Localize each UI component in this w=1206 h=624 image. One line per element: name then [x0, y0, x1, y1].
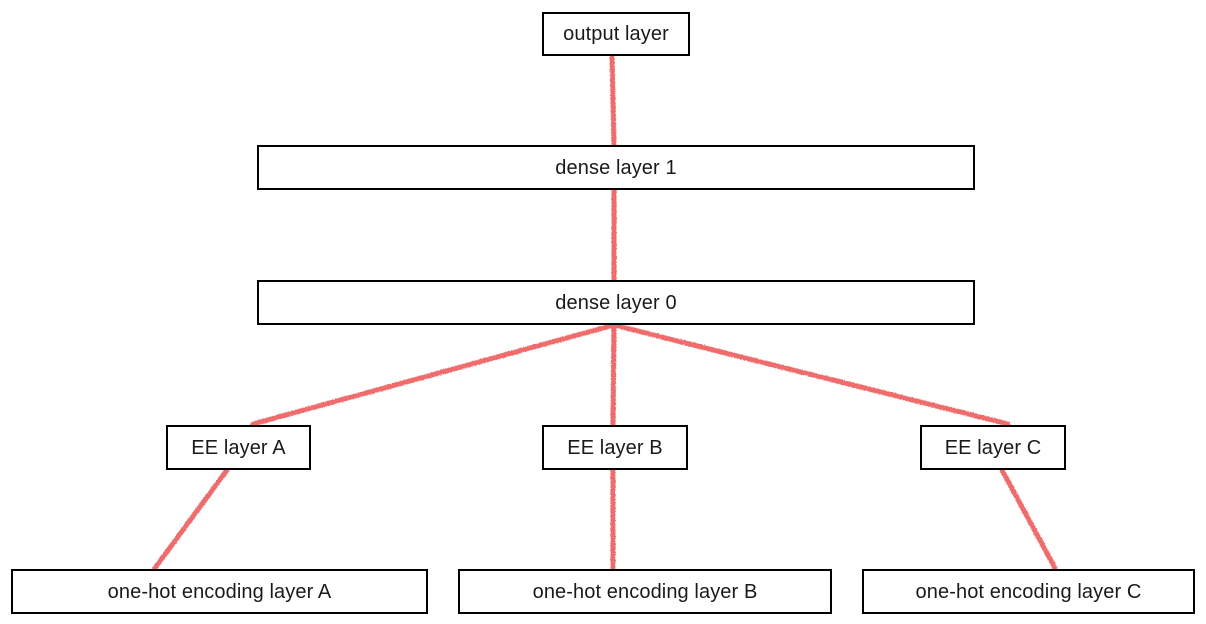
node-label: EE layer C: [944, 436, 1042, 459]
node-label: EE layer A: [191, 436, 286, 459]
edge-dense1-output: [609, 53, 617, 148]
node-label: dense layer 0: [555, 291, 677, 314]
node-label: one-hot encoding layer C: [915, 580, 1142, 603]
edge-eea-dense0: [250, 322, 617, 427]
node-label: one-hot encoding layer B: [532, 580, 758, 603]
node-ee-layer-c[interactable]: EE layer C: [920, 425, 1066, 470]
edge-onehota-eea: [152, 467, 230, 571]
node-dense-layer-0[interactable]: dense layer 0: [257, 280, 975, 325]
node-ee-layer-a[interactable]: EE layer A: [166, 425, 311, 470]
node-label: output layer: [563, 23, 669, 45]
node-one-hot-encoding-layer-a[interactable]: one-hot encoding layer A: [11, 569, 428, 614]
edge-eec-dense0: [611, 322, 1011, 427]
node-label: one-hot encoding layer A: [107, 580, 332, 603]
node-label: dense layer 1: [555, 156, 677, 179]
node-label: EE layer B: [567, 436, 663, 459]
edge-onehotc-eec: [999, 467, 1058, 571]
node-output-layer[interactable]: output layer: [542, 12, 690, 56]
node-dense-layer-1[interactable]: dense layer 1: [257, 145, 975, 190]
node-ee-layer-b[interactable]: EE layer B: [542, 425, 688, 470]
edge-eeb-dense0: [610, 322, 617, 427]
node-one-hot-encoding-layer-b[interactable]: one-hot encoding layer B: [458, 569, 832, 614]
node-one-hot-encoding-layer-c[interactable]: one-hot encoding layer C: [862, 569, 1195, 614]
